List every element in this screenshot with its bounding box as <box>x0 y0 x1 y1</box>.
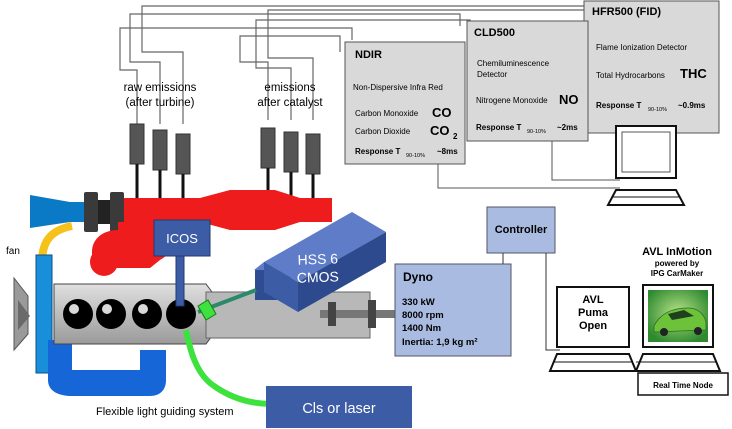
icos-probe <box>175 255 185 307</box>
cls-laser-box <box>266 386 412 428</box>
ndir-response-sub: 90-10% <box>406 153 425 159</box>
icos-label: ICOS <box>166 231 198 246</box>
ndir-title: NDIR <box>355 49 382 61</box>
real-time-node-box <box>637 372 729 396</box>
dyno-shaft <box>320 300 400 328</box>
turbocharger <box>84 192 124 232</box>
cld500-line1-text: Nitrogene Monoxide <box>476 96 548 105</box>
controller-label: Controller <box>495 224 548 236</box>
flexible-guide-label: Flexible light guiding system <box>96 406 234 418</box>
camera-label-2: CMOS <box>297 268 340 285</box>
cld500-response-sub: 90-10% <box>527 129 546 135</box>
analyzer-cld500 <box>466 20 589 142</box>
dyno-torque: 1400 Nm <box>402 323 441 334</box>
emissions-after-label: emissions <box>264 82 315 94</box>
analyzer-ndir <box>344 41 466 165</box>
avl-puma-computer-icon <box>548 286 638 372</box>
ndir-line1-formula: CO <box>432 105 452 120</box>
endoscope-adapter <box>197 299 217 321</box>
cld500-subtitle-1: Chemiluminescence <box>477 59 550 68</box>
raw-emissions-sublabel: (after turbine) <box>125 97 194 109</box>
cld500-response-value: ~2ms <box>557 123 578 132</box>
inmotion-powered-2: IPG CarMaker <box>651 269 703 278</box>
ndir-response-label: Response T <box>355 147 400 156</box>
cld500-title: CLD500 <box>474 27 515 39</box>
avl-puma-line3: Open <box>579 320 607 332</box>
camera-hss6-cmos <box>254 212 386 312</box>
inmotion-powered-1: powered by <box>655 259 700 268</box>
intake-pipe <box>60 202 88 222</box>
camera-label-1: HSS 6 <box>297 250 338 267</box>
cld500-response-label: Response T <box>476 123 521 132</box>
hfr500-response-sub: 90-10% <box>648 107 667 113</box>
hfr500-title: HFR500 (FID) <box>592 6 661 18</box>
hfr500-line1-formula: THC <box>680 66 707 81</box>
sample-lines <box>119 5 601 124</box>
inmotion-title: AVL InMotion <box>642 246 712 258</box>
ndir-line2-formula: CO <box>430 123 450 138</box>
dyno-speed: 8000 rpm <box>402 310 444 321</box>
real-time-node-label: Real Time Node <box>653 381 713 390</box>
ndir-line1-text: Carbon Monoxide <box>355 109 419 118</box>
race-car-icon <box>653 307 707 336</box>
controller-lines <box>502 253 560 351</box>
inmotion-monitor <box>634 284 722 372</box>
hfr500-response-label: Response T <box>596 101 641 110</box>
engine-cylinders <box>63 299 196 329</box>
raw-emissions-label: raw emissions <box>124 82 197 94</box>
catalyst-emission-probes <box>260 127 321 200</box>
avl-puma-line2: Puma <box>578 307 609 319</box>
cls-laser-label: Cls or laser <box>302 401 375 417</box>
cld500-line1-formula: NO <box>559 92 579 107</box>
cld500-subtitle-2: Detector <box>477 70 508 79</box>
hfr500-line1-text: Total Hydrocarbons <box>596 71 665 80</box>
avl-puma-line1: AVL <box>582 294 603 306</box>
fan-icon <box>13 276 30 352</box>
hfr500-response-value: ~0.9ms <box>678 101 706 110</box>
controller-box <box>486 206 556 254</box>
ndir-subtitle: Non-Dispersive Infra Red <box>353 83 443 92</box>
ndir-response-value: ~8ms <box>437 147 458 156</box>
emissions-after-sublabel: after catalyst <box>257 97 323 109</box>
dyno-power: 330 kW <box>402 297 435 308</box>
dyno-box <box>394 263 512 357</box>
analyzer-computer-icon <box>606 125 686 206</box>
hfr500-subtitle: Flame Ionization Detector <box>596 43 687 52</box>
dyno-inertia: Inertia: 1,9 kg m² <box>402 337 478 348</box>
raw-emission-probes <box>129 123 191 198</box>
flexible-light-guide <box>183 329 273 407</box>
ndir-line2-text: Carbon Dioxide <box>355 127 411 136</box>
fan-label: fan <box>6 246 20 257</box>
dyno-title: Dyno <box>403 270 433 284</box>
coolant-loop <box>48 340 166 396</box>
ndir-line2-sub: 2 <box>453 132 458 141</box>
